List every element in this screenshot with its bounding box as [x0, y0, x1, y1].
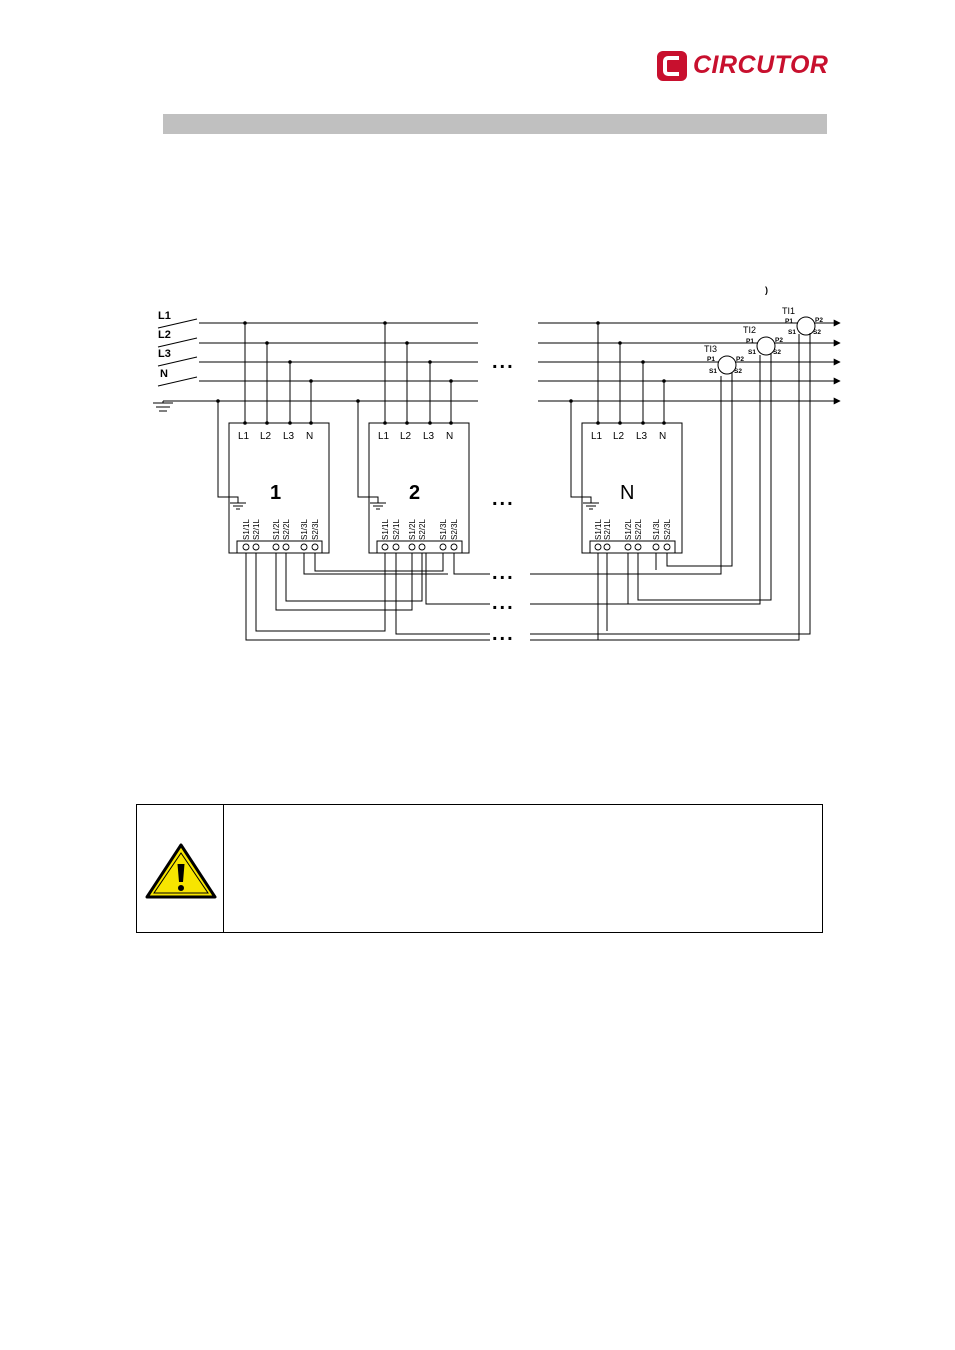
line-label-n: N: [160, 368, 168, 380]
warning-icon-cell: [137, 805, 224, 932]
ti2-p1: P1: [746, 338, 754, 345]
circutor-logo-icon: [657, 51, 687, 81]
device-2-terminal-s2-2l: S2/2L: [418, 519, 427, 540]
device-2-terminal-n: N: [446, 431, 453, 442]
device-n-terminal-s2-1l: S2/1L: [603, 519, 612, 540]
device-2-terminal-l2: L2: [400, 431, 412, 442]
ti1-p2: P2: [815, 317, 823, 324]
device-2-terminal-l3: L3: [423, 431, 435, 442]
ti3-s1: S1: [709, 368, 717, 375]
device-2-label: 2: [409, 482, 420, 504]
ti1-name: TI1: [782, 306, 795, 316]
brand-logo: CIRCUTOR: [655, 48, 835, 88]
device-n-terminal-s2-3l: S2/3L: [663, 519, 672, 540]
ti1-s2: S2: [813, 329, 821, 336]
device-n-terminal-s1-3l: S1/3L: [652, 519, 661, 540]
section-heading-bar: [163, 114, 827, 134]
wiring-diagram: L1 L2 L3 N L1 L2 L3 N 1 L1 L2 L3 N 2 L1 …: [153, 285, 841, 645]
stray-mark: ): [765, 285, 768, 295]
line-label-l2: L2: [158, 329, 171, 341]
device-1-terminal-l2: L2: [260, 431, 272, 442]
ti3-name: TI3: [704, 344, 717, 354]
warning-triangle-icon: [145, 843, 217, 899]
ellipsis-wire-1: ...: [492, 562, 515, 584]
device-n-terminal-l3: L3: [636, 431, 648, 442]
ti2-s1: S1: [748, 349, 756, 356]
ti3-p2: P2: [736, 356, 744, 363]
device-1-label: 1: [270, 482, 281, 504]
line-label-l3: L3: [158, 348, 171, 360]
warning-text-cell: [225, 805, 822, 932]
ellipsis-lines: ...: [492, 351, 515, 373]
device-n-label: N: [620, 482, 634, 504]
ti3-p1: P1: [707, 356, 715, 363]
device-n-terminal-s2-2l: S2/2L: [634, 519, 643, 540]
ti1-s1: S1: [788, 329, 796, 336]
ti3-s2: S2: [734, 368, 742, 375]
ellipsis-wire-3: ...: [492, 623, 515, 645]
device-n-terminal-s1-1l: S1/1L: [594, 519, 603, 540]
device-2-terminal-s1-2l: S1/2L: [408, 519, 417, 540]
brand-name: CIRCUTOR: [693, 51, 829, 79]
device-1-terminal-n: N: [306, 431, 313, 442]
ti2-s2: S2: [773, 349, 781, 356]
device-1-terminal-s1-1l: S1/1L: [242, 519, 251, 540]
device-2-terminal-s1-1l: S1/1L: [381, 519, 390, 540]
device-n-terminal-l2: L2: [613, 431, 625, 442]
device-2-terminal-s1-3l: S1/3L: [439, 519, 448, 540]
device-1-terminal-s1-2l: S1/2L: [272, 519, 281, 540]
device-1-terminal-l1: L1: [238, 431, 250, 442]
device-1-terminal-s2-2l: S2/2L: [282, 519, 291, 540]
device-2-terminal-s2-3l: S2/3L: [450, 519, 459, 540]
ti1-p1: P1: [785, 318, 793, 325]
ti2-name: TI2: [743, 325, 756, 335]
device-n-terminal-n: N: [659, 431, 666, 442]
line-label-l1: L1: [158, 310, 171, 322]
device-1-terminal-s2-3l: S2/3L: [311, 519, 320, 540]
device-n-terminal-l1: L1: [591, 431, 603, 442]
device-2-terminal-l1: L1: [378, 431, 390, 442]
device-2-terminal-s2-1l: S2/1L: [392, 519, 401, 540]
ellipsis-devices: ...: [492, 488, 515, 510]
device-1-terminal-l3: L3: [283, 431, 295, 442]
ti2-p2: P2: [775, 337, 783, 344]
device-1-terminal-s1-3l: S1/3L: [300, 519, 309, 540]
device-1-terminal-s2-1l: S2/1L: [252, 519, 261, 540]
warning-box: [136, 804, 823, 933]
device-n-terminal-s1-2l: S1/2L: [624, 519, 633, 540]
ellipsis-wire-2: ...: [492, 592, 515, 614]
